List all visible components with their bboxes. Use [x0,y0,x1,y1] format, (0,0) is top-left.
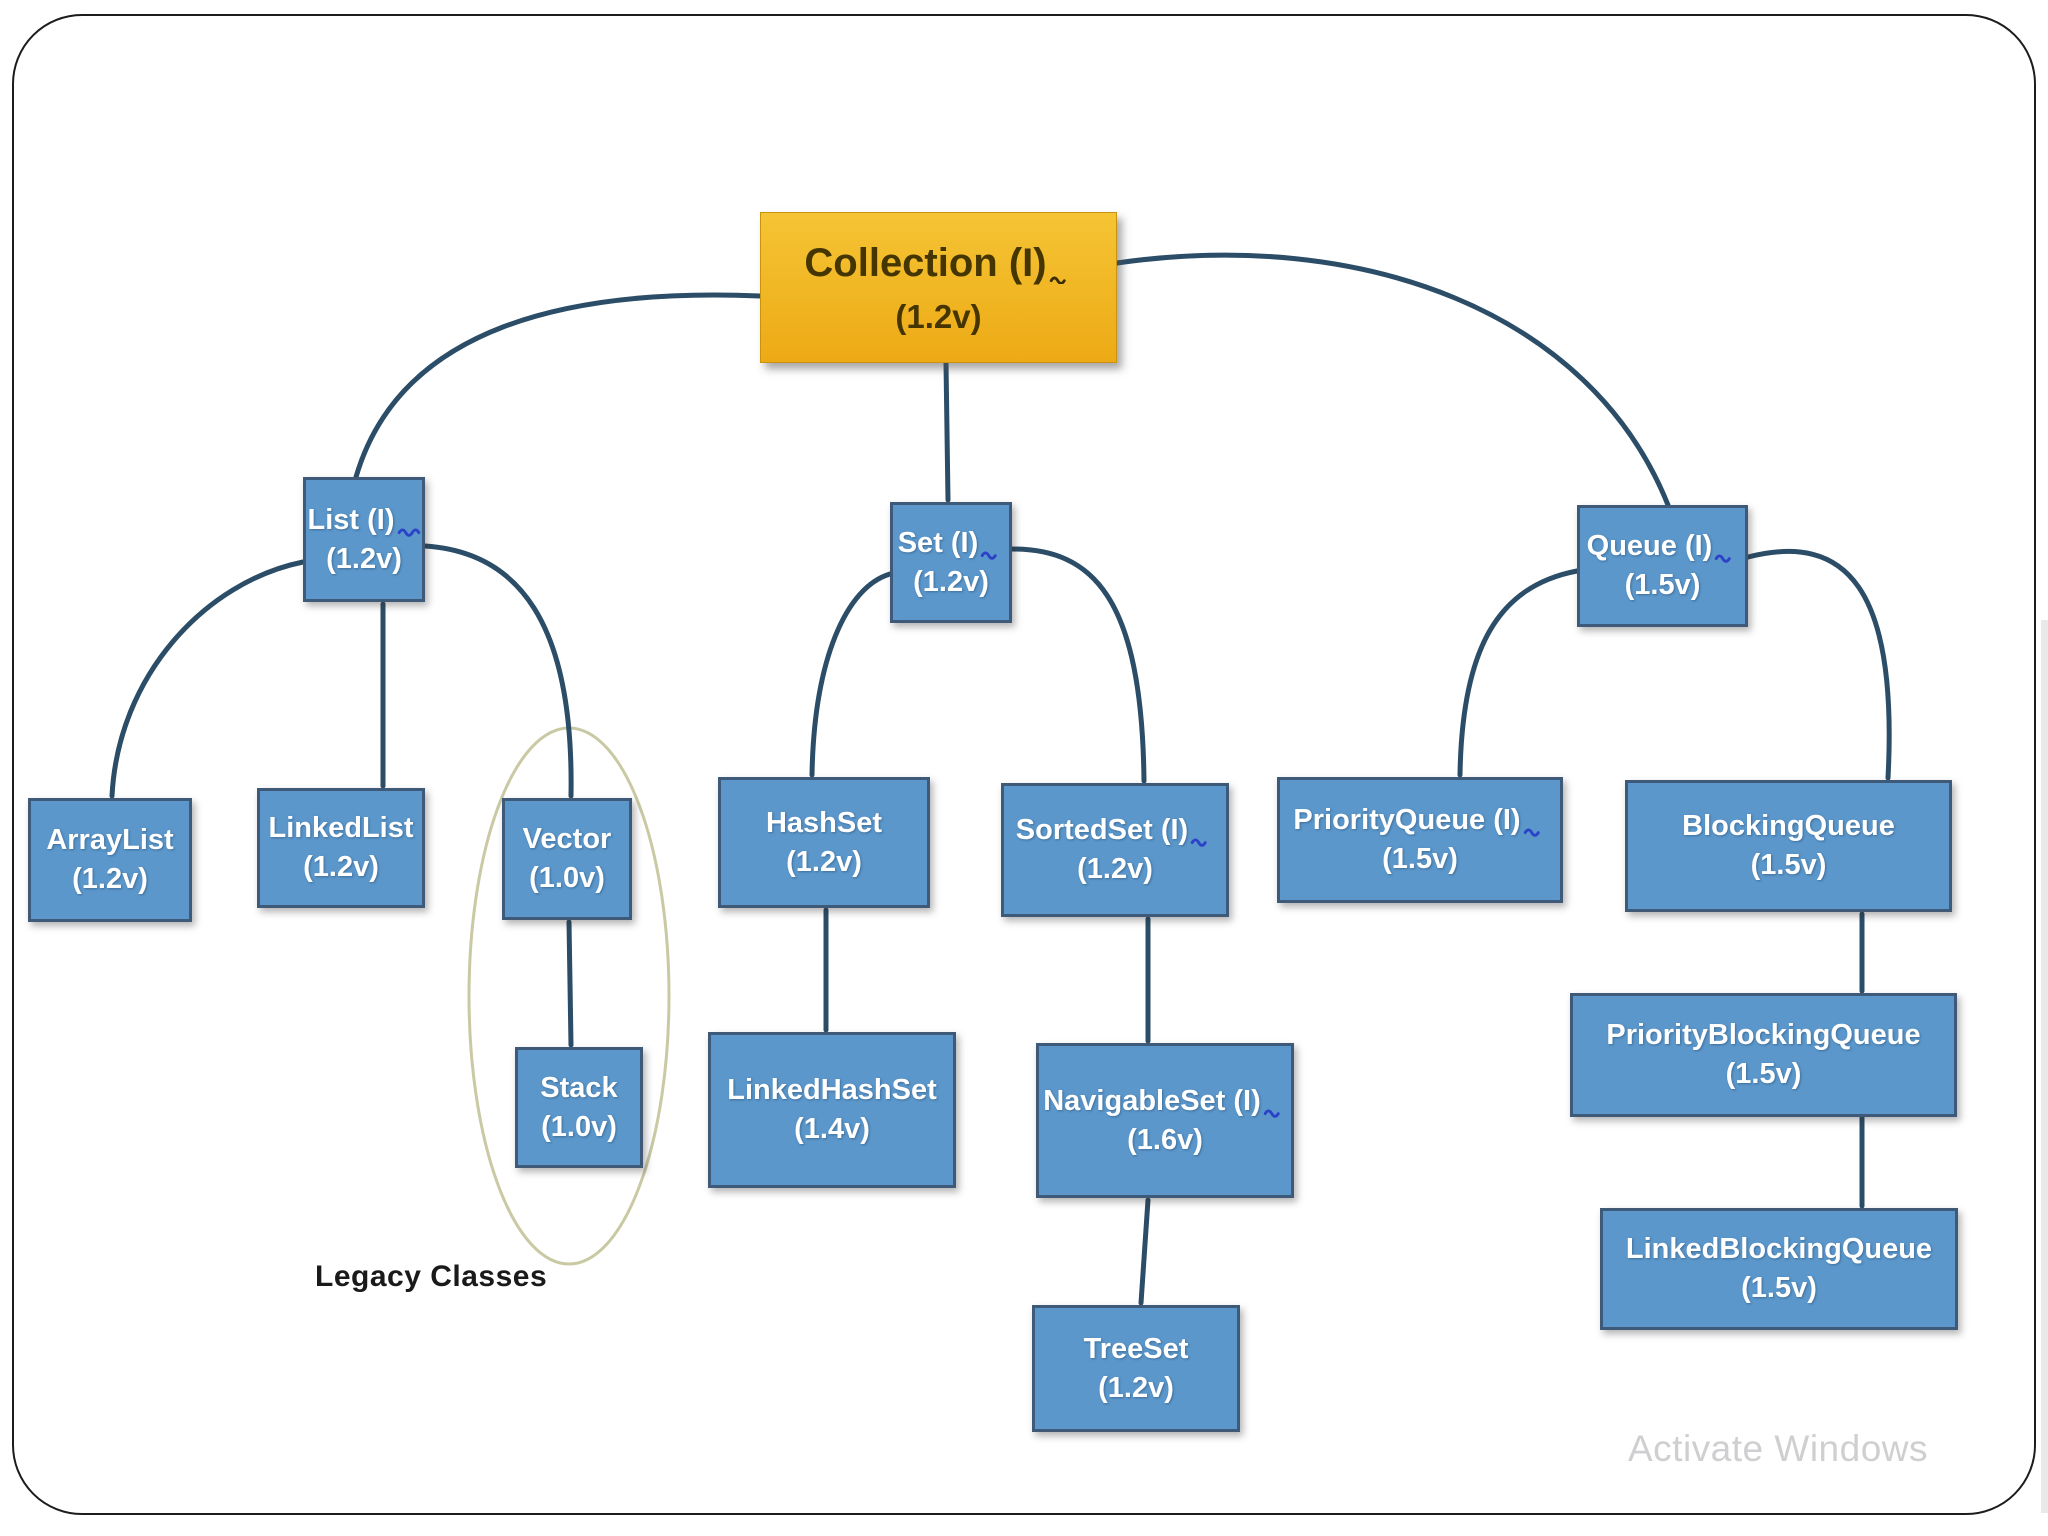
node-treeset-label: TreeSet [1083,1332,1189,1365]
node-linkedhashset: LinkedHashSet (1.4v) [708,1032,956,1188]
node-navigableset-label: NavigableSet (I) [1043,1084,1261,1117]
node-collection-label: Collection (I) [804,240,1047,285]
edge-set-sortedset [1009,546,1147,784]
node-blockingqueue: BlockingQueue (1.5v) [1625,780,1952,912]
node-linkedhashset-label: LinkedHashSet [727,1074,937,1107]
node-hashset: HashSet (1.2v) [718,777,930,908]
node-linkedhashset-version: (1.4v) [794,1113,870,1145]
node-list-label: List (I) [307,503,395,536]
node-priorityblockingqueue: PriorityBlockingQueue (1.5v) [1570,993,1957,1117]
edge-vector-stack [566,919,574,1048]
node-stack-label: Stack [540,1071,618,1104]
node-vector-version: (1.0v) [529,862,605,894]
node-priorityqueue-version: (1.5v) [1382,843,1458,875]
right-edge-gutter [2041,620,2048,1513]
edge-collection-queue [1114,252,1671,508]
node-priorityqueue-label: PriorityQueue (I) [1293,804,1521,837]
edge-collection-list [353,292,763,480]
node-set-label: Set (I) [897,526,979,559]
node-linkedblockingqueue-version: (1.5v) [1741,1272,1817,1304]
node-blockingqueue-version: (1.5v) [1750,849,1827,881]
edge-list-vector [422,543,574,799]
node-arraylist-label: ArrayList [46,824,174,857]
node-stack: Stack (1.0v) [515,1047,643,1168]
edge-collection-set [943,360,951,503]
node-priorityblockingqueue-label: PriorityBlockingQueue [1606,1019,1921,1052]
node-list: List (I) (1.2v) [303,477,425,602]
node-linkedblockingqueue: LinkedBlockingQueue (1.5v) [1600,1208,1958,1330]
proofing-squiggle-icon [1263,1109,1280,1118]
node-queue-version: (1.5v) [1624,569,1701,601]
node-sortedset-version: (1.2v) [1077,853,1153,885]
node-linkedlist-label: LinkedList [268,812,414,845]
node-blockingqueue-label: BlockingQueue [1682,810,1895,843]
node-queue-label: Queue (I) [1586,530,1713,563]
node-linkedblockingqueue-label: LinkedBlockingQueue [1625,1233,1933,1266]
node-linkedlist-version: (1.2v) [303,851,379,883]
node-queue: Queue (I) (1.5v) [1577,505,1748,627]
node-treeset: TreeSet (1.2v) [1032,1305,1240,1432]
proofing-squiggle-icon [981,551,997,560]
node-navigableset: NavigableSet (I) (1.6v) [1036,1043,1294,1198]
node-linkedlist: LinkedList (1.2v) [257,788,425,908]
node-collection: Collection (I) (1.2v) [760,212,1117,363]
node-navigableset-version: (1.6v) [1127,1123,1203,1156]
node-treeset-version: (1.2v) [1098,1371,1174,1404]
proofing-squiggle-icon [1715,554,1732,563]
edge-queue-blockingqueue [1745,548,1892,781]
node-set-version: (1.2v) [913,565,989,598]
node-set: Set (I) (1.2v) [890,502,1012,623]
activate-windows-watermark: Activate Windows [1628,1428,1928,1469]
proofing-squiggle-icon [1190,838,1207,847]
edge-list-arraylist [109,559,306,799]
node-hashset-version: (1.2v) [786,845,862,878]
proofing-squiggle-icon [1523,828,1540,837]
node-sortedset-label: SortedSet (I) [1015,814,1189,847]
node-priorityqueue: PriorityQueue (I) (1.5v) [1277,777,1563,903]
node-collection-version: (1.2v) [895,297,982,335]
node-arraylist-version: (1.2v) [72,863,148,895]
node-stack-version: (1.0v) [541,1110,617,1143]
node-priorityblockingqueue-version: (1.5v) [1725,1058,1802,1090]
node-list-version: (1.2v) [326,542,402,575]
node-arraylist: ArrayList (1.2v) [28,798,192,922]
proofing-squiggle-icon [397,528,420,537]
legacy-classes-label: Legacy Classes [315,1260,548,1293]
edge-set-hashset [809,571,893,778]
node-hashset-label: HashSet [765,806,883,839]
edge-navigableset-treeset [1138,1197,1151,1306]
node-vector: Vector (1.0v) [502,798,632,920]
node-sortedset: SortedSet (I) (1.2v) [1001,783,1229,917]
edge-queue-priorityqueue [1457,568,1580,778]
proofing-squiggle-icon [1049,276,1066,285]
node-vector-label: Vector [522,823,612,856]
